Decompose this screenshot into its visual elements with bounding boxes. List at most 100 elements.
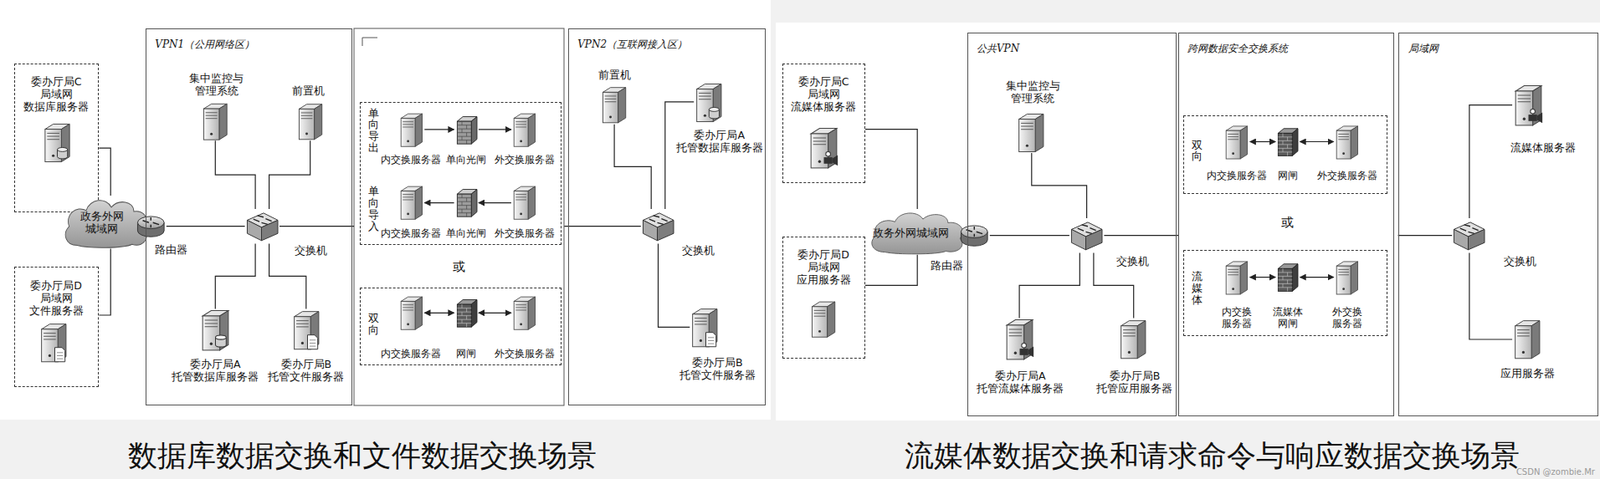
connector-line — [1300, 141, 1334, 143]
device-icon: 前置机 — [600, 85, 629, 124]
exchange-group: 单向导出单向导入内交换服务器单向光闸外交换服务器内交换服务器单向光闸外交换服务器 — [359, 102, 561, 246]
srvmedia-icon-shape — [1006, 320, 1034, 360]
node-label: 委办厅局A 托管数据库服务器 — [676, 128, 764, 154]
connector-line — [98, 249, 111, 317]
connector-line — [478, 312, 512, 314]
srv-icon-shape — [400, 113, 422, 147]
srv-icon-shape — [400, 187, 422, 221]
cloud-shape-shape — [65, 200, 148, 249]
srv-icon-shape — [1336, 261, 1358, 295]
connector-line — [424, 312, 454, 314]
node-label: 委办厅局D 局域网 文件服务器 — [29, 279, 84, 318]
device-icon: 外交换服务器 — [511, 293, 539, 333]
srv-icon-shape — [513, 187, 535, 221]
srvfile-icon-shape — [293, 312, 318, 350]
node-label: 委办厅局B 托管文件服务器 — [267, 358, 344, 384]
connector-line — [665, 102, 694, 210]
srv-icon — [398, 183, 426, 222]
cloud-shape-shape — [871, 213, 964, 255]
node-label: 集中监控与 管理系统 — [189, 71, 244, 98]
connector-line — [1250, 276, 1277, 278]
zone-heading: VPN1（公用网络区） — [154, 38, 255, 51]
switch-icon-shape — [246, 213, 278, 242]
server-icon — [807, 126, 841, 170]
lan-box: 委办厅局D 局域网 文件服务器 — [14, 266, 99, 388]
srvfile-icon — [689, 306, 721, 349]
device-icon: 流媒体 网闸 — [1275, 261, 1300, 294]
connector-line — [865, 255, 918, 287]
device-icon: 交换机 — [1451, 218, 1487, 253]
srv-icon-shape — [602, 87, 626, 124]
vertical-label: 单向导入 — [368, 185, 380, 232]
srv-icon — [398, 293, 426, 333]
srvfile-icon-shape — [692, 308, 718, 347]
node-label: 内交换服务器 — [380, 227, 442, 240]
device-icon: 网闸 — [1275, 125, 1300, 159]
srv-icon — [296, 102, 325, 141]
zone-panel: 局域网流媒体服务器交换机应用服务器 — [1398, 32, 1599, 416]
node-label: 路由器 — [154, 243, 188, 257]
server-icon-shape — [811, 302, 835, 338]
zone-heading: 跨网数据安全交换系统 — [1187, 42, 1288, 55]
connector-line — [424, 128, 454, 130]
corner-bracket — [362, 37, 378, 47]
zone-panel: VPN2（互联网接入区）前置机委办厅局A 托管数据库服务器交换机委办厅局B 托管… — [568, 28, 765, 406]
node-label: 外交换服务器 — [1317, 169, 1378, 182]
device-icon: 单向光闸 — [454, 187, 479, 219]
srv-icon — [1117, 317, 1149, 361]
device-icon: 路由器 — [958, 221, 990, 251]
node-label: 流媒体服务器 — [1510, 141, 1576, 154]
srv-icon-shape — [203, 103, 227, 140]
server-icon — [38, 321, 70, 365]
node-label: 外交换服务器 — [494, 348, 555, 360]
device-icon: 外交换服务器 — [511, 110, 539, 149]
gate-icon-shape — [456, 300, 477, 329]
connector-line — [166, 225, 246, 227]
switch-icon — [1451, 218, 1487, 253]
zone-heading: 局域网 — [1408, 42, 1439, 55]
switch-icon — [641, 209, 676, 244]
srv-icon-shape — [400, 297, 422, 330]
node-label: 网闸 — [1277, 169, 1298, 182]
connector-line — [98, 148, 111, 196]
zone-panel-frame — [353, 28, 565, 406]
connector-line — [1019, 252, 1080, 318]
server-icon-shape — [41, 324, 67, 363]
device-icon: 路由器 — [135, 212, 167, 242]
device-icon: 内交换服务器 — [1223, 123, 1251, 161]
connector-line — [215, 243, 256, 309]
lan-box: 委办厅局C 局域网 数据库服务器 — [14, 63, 99, 213]
srvmedia-icon-shape — [1515, 86, 1543, 126]
ogate-icon — [454, 187, 479, 219]
node-label: 前置机 — [598, 68, 631, 82]
router-icon — [958, 221, 990, 251]
zone-panel: 公共VPN集中监控与 管理系统交换机委办厅局A 托管流媒体服务器委办厅局B 托管… — [967, 32, 1177, 416]
device-icon: 前置机 — [296, 102, 325, 141]
router-icon-shape — [961, 225, 989, 246]
srvmedia-icon — [1512, 83, 1545, 127]
srv-icon — [511, 183, 539, 222]
exchange-group: 流媒体内交换 服务器流媒体 网闸外交换 服务器 — [1183, 250, 1388, 338]
node-label: 交换机 — [1116, 255, 1149, 268]
node-label: 政务外网 城域网 — [80, 210, 124, 236]
srv-icon — [511, 110, 539, 149]
srv-icon — [1223, 259, 1251, 297]
node-label: 单向光闸 — [446, 227, 487, 240]
node-label: 委办厅局A 托管流媒体服务器 — [976, 369, 1064, 395]
switch-icon — [245, 209, 280, 244]
router-icon-shape — [138, 216, 165, 237]
server-icon-shape — [810, 128, 838, 169]
node-label: 交换机 — [1503, 255, 1537, 268]
device-icon: 网闸 — [454, 297, 479, 329]
srv-icon-shape — [1225, 125, 1247, 159]
node-label: 委办厅局D 局域网 应用服务器 — [796, 248, 852, 287]
device-icon: 交换机 — [245, 209, 280, 244]
node-label: 交换机 — [294, 244, 328, 257]
switch-icon — [1069, 218, 1104, 253]
connector-line — [424, 202, 454, 204]
srvdb-icon — [693, 82, 725, 124]
device-icon: 交换机 — [641, 209, 676, 244]
ogate-icon-shape — [456, 116, 477, 144]
device-icon: 委办厅局B 托管文件服务器 — [291, 308, 323, 352]
